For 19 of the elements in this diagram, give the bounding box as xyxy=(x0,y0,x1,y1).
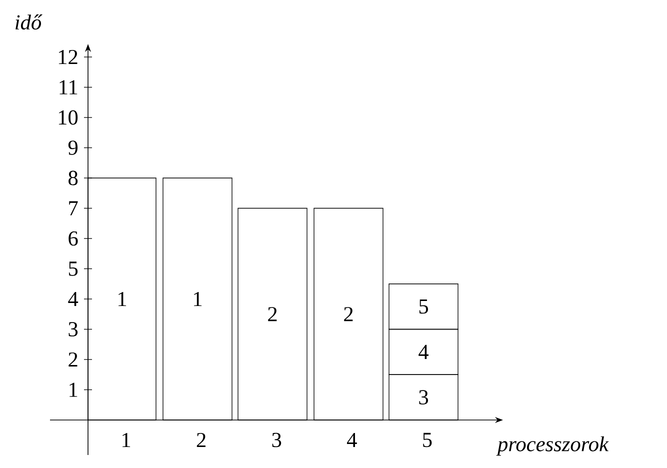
axis-title: processzorok xyxy=(496,436,609,456)
tick-label: 11 xyxy=(60,80,78,94)
tick-label: 1 xyxy=(122,432,130,448)
task-bar: 4 xyxy=(388,328,458,375)
tick-label: 2 xyxy=(196,432,206,448)
task-bar: 1 xyxy=(88,178,156,420)
tick-label: 5 xyxy=(423,432,432,448)
task-bar: 2 xyxy=(314,208,384,420)
axis-title: idő xyxy=(16,14,42,30)
task-bar: 1 xyxy=(162,178,232,420)
task-bar: 2 xyxy=(238,208,308,420)
tick-label: 12 xyxy=(58,50,78,64)
tick-label: 9 xyxy=(68,140,78,155)
task-bar: 3 xyxy=(388,374,458,420)
tick-label: 4 xyxy=(347,433,357,448)
tick-label: 10 xyxy=(58,110,78,125)
task-bar: 5 xyxy=(388,284,458,330)
tick-label: 8 xyxy=(68,170,78,186)
tick-label: 3 xyxy=(272,432,282,448)
